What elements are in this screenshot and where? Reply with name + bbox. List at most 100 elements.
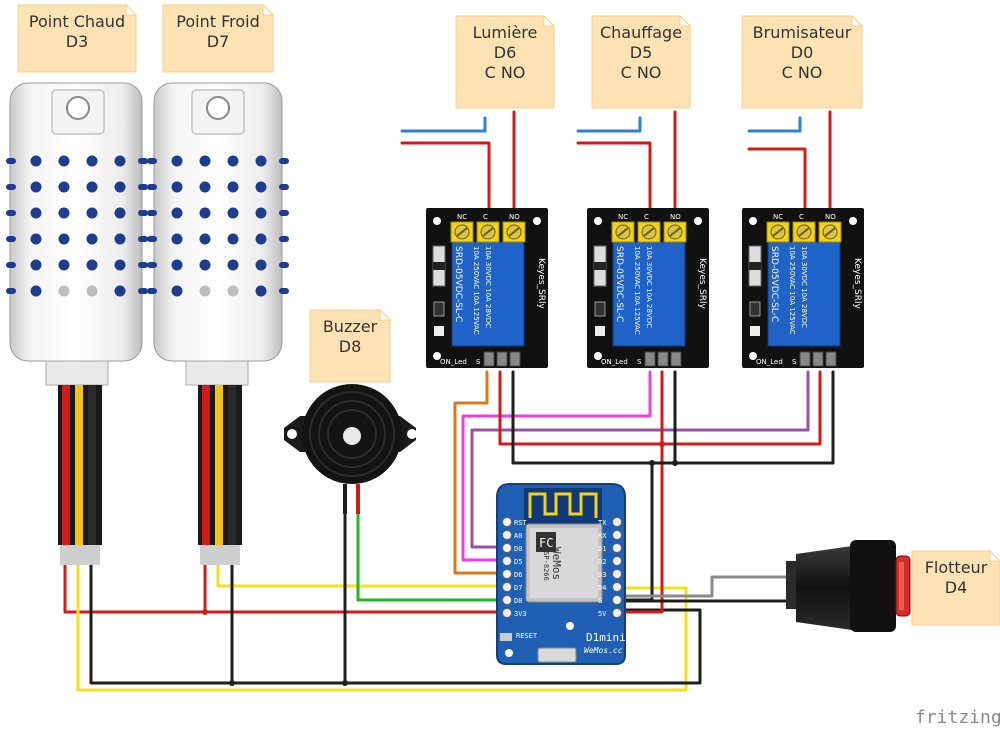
vent-slot bbox=[147, 210, 157, 216]
vent-hole bbox=[227, 233, 239, 245]
board-pin bbox=[502, 608, 512, 618]
vent-hole bbox=[86, 285, 98, 297]
vent-hole bbox=[227, 285, 239, 297]
vent-hole bbox=[199, 285, 211, 297]
board-pin-label: RX bbox=[598, 532, 607, 540]
junctions bbox=[202, 441, 678, 686]
board-pin-label: D3 bbox=[598, 571, 606, 579]
relay-signal-label: S bbox=[792, 358, 797, 366]
note-line: D3 bbox=[66, 32, 89, 51]
vent-slot bbox=[6, 288, 16, 294]
board-pin bbox=[612, 582, 622, 592]
relay-terminal-label: C bbox=[483, 213, 488, 221]
vent-slot bbox=[279, 158, 289, 164]
float-switch bbox=[786, 540, 911, 632]
relay-brand: Keyes_SRly bbox=[697, 258, 707, 310]
vent-holes bbox=[6, 155, 148, 297]
board-logo: WeMos bbox=[550, 547, 563, 580]
vent-hole bbox=[58, 259, 70, 271]
vent-slot bbox=[138, 158, 148, 164]
board-pin bbox=[612, 556, 622, 566]
vent-slot bbox=[147, 158, 157, 164]
vent-hole bbox=[227, 259, 239, 271]
relay-led-label: ON_Led bbox=[440, 358, 467, 366]
vent-hole bbox=[227, 155, 239, 167]
relay-terminal-label: NO bbox=[509, 213, 520, 221]
vent-hole bbox=[171, 155, 183, 167]
fritzing-watermark: fritzing bbox=[915, 707, 1000, 728]
relay-rating: 10A 30VDC 10A 28VDC bbox=[484, 246, 492, 328]
vent-hole bbox=[171, 233, 183, 245]
board-pin-label: 5V bbox=[598, 610, 607, 618]
vent-slot bbox=[6, 184, 16, 190]
vent-hole bbox=[30, 155, 42, 167]
vent-slot bbox=[279, 184, 289, 190]
relay-signal-label: S bbox=[476, 358, 481, 366]
relay-modules: NC C NO Keyes_SRly SRD-05VDC-SL-C 10A 250VAC … bbox=[426, 208, 864, 368]
buzzer bbox=[284, 384, 417, 514]
vent-slot bbox=[138, 210, 148, 216]
relay-rating: 10A 30VDC 10A 28VDC bbox=[800, 246, 808, 328]
vent-hole bbox=[171, 259, 183, 271]
vent-hole bbox=[114, 181, 126, 193]
vent-slot bbox=[138, 288, 148, 294]
board-pin-label: D6 bbox=[514, 571, 522, 579]
board-pin-label: D7 bbox=[514, 584, 522, 592]
board-pin bbox=[612, 569, 622, 579]
vent-slot bbox=[147, 236, 157, 242]
board-name: D1mini bbox=[586, 631, 626, 644]
board-pin bbox=[612, 530, 622, 540]
wire-float-gray bbox=[615, 575, 792, 598]
board-maker: WeMos.cc bbox=[584, 646, 623, 655]
board-pin bbox=[502, 582, 512, 592]
sensor-point-froid bbox=[147, 82, 289, 565]
board-reset-label: RESET bbox=[516, 632, 538, 640]
relay-model: SRD-05VDC-SL-C bbox=[769, 246, 779, 322]
vent-hole bbox=[58, 285, 70, 297]
note-line: Flotteur bbox=[925, 558, 988, 577]
note-line: Chauffage bbox=[600, 23, 682, 42]
board-pin bbox=[502, 595, 512, 605]
board-pin bbox=[612, 608, 622, 618]
vent-slot bbox=[138, 184, 148, 190]
vent-hole bbox=[227, 207, 239, 219]
vent-hole bbox=[114, 155, 126, 167]
vent-hole bbox=[86, 207, 98, 219]
note-line: C NO bbox=[621, 63, 662, 82]
board-pin-label: RST bbox=[514, 519, 527, 527]
relay-terminal-label: C bbox=[799, 213, 804, 221]
vent-slot bbox=[147, 262, 157, 268]
vent-hole bbox=[58, 181, 70, 193]
vent-hole bbox=[114, 259, 126, 271]
wire-relay1-red-c bbox=[400, 141, 491, 209]
vent-slot bbox=[6, 262, 16, 268]
note-line: D6 bbox=[494, 43, 517, 62]
vent-hole bbox=[114, 233, 126, 245]
relay-terminal-label: NO bbox=[825, 213, 836, 221]
vent-hole bbox=[30, 181, 42, 193]
relay-terminal-label: NC bbox=[773, 213, 783, 221]
board-pin bbox=[612, 595, 622, 605]
note-line: C NO bbox=[782, 63, 823, 82]
vent-hole bbox=[114, 285, 126, 297]
relay-rating: 10A 30VDC 10A 28VDC bbox=[645, 246, 653, 328]
note-line: C NO bbox=[485, 63, 526, 82]
note-line: D8 bbox=[339, 337, 362, 356]
vent-hole bbox=[227, 181, 239, 193]
vent-slot bbox=[138, 236, 148, 242]
vent-slot bbox=[138, 262, 148, 268]
wire-buzzer-green bbox=[356, 513, 509, 602]
relay-rating: 10A 250VAC 10A 125VAC bbox=[788, 246, 796, 335]
wires bbox=[63, 110, 835, 692]
fcc-mark: FC bbox=[539, 536, 553, 550]
board-module: ESP-8266 bbox=[542, 547, 550, 581]
relay-terminal-label: C bbox=[644, 213, 649, 221]
